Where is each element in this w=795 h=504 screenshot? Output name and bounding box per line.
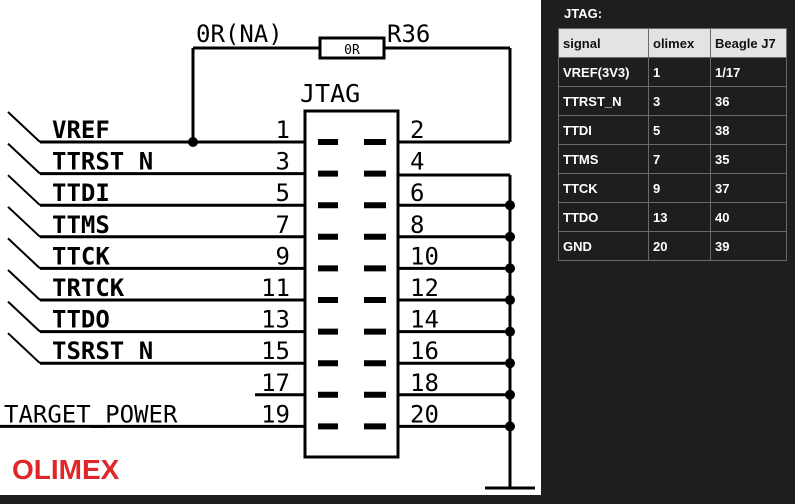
cell-signal: TTCK <box>558 173 649 203</box>
signal-label-trtck: TRTCK <box>52 274 125 302</box>
pin-number-5: 5 <box>276 179 290 207</box>
bus-entry-9 <box>7 237 41 270</box>
pin-number-7: 7 <box>276 211 290 239</box>
pin-number-20: 20 <box>410 400 439 428</box>
cell-olimex: 13 <box>648 202 711 232</box>
ground-junction-12 <box>505 295 515 305</box>
bus-entry-11 <box>7 269 41 301</box>
cell-olimex: 5 <box>648 115 711 145</box>
pin-number-9: 9 <box>276 242 290 270</box>
pin-number-4: 4 <box>410 148 424 176</box>
signal-label-ttrst_n: TTRST_N <box>52 148 153 176</box>
cell-olimex: 1 <box>648 57 711 87</box>
cell-beagle: 38 <box>710 115 787 145</box>
ground-junction-20 <box>505 421 515 432</box>
header-beagle: Beagle J7 <box>710 28 787 58</box>
ground-junction-10 <box>505 263 515 274</box>
signal-label-ttck: TTCK <box>52 242 110 270</box>
connector-name-label: JTAG <box>300 79 360 108</box>
pin-number-2: 2 <box>410 116 424 144</box>
cell-beagle: 39 <box>710 231 787 261</box>
cell-beagle: 35 <box>710 144 787 174</box>
resistor-body-text: 0R <box>344 43 360 58</box>
pin-number-8: 8 <box>410 211 424 239</box>
pin-number-18: 18 <box>410 369 439 397</box>
bus-entry-3 <box>7 142 41 175</box>
cell-signal: TTDI <box>558 115 649 145</box>
cell-olimex: 9 <box>648 173 711 203</box>
table-header-row: signal olimex Beagle J7 <box>558 28 787 58</box>
signal-label-vref: VREF <box>52 116 110 144</box>
signal-label-target-power: TARGET_POWER <box>4 400 178 428</box>
cell-olimex: 7 <box>648 144 711 174</box>
resistor-body <box>318 36 386 60</box>
cell-beagle: 1/17 <box>710 57 787 87</box>
resistor-value-label: 0R(NA) <box>196 20 283 48</box>
signal-label-ttms: TTMS <box>52 211 110 239</box>
ground-junction-8 <box>505 231 515 242</box>
header-olimex: olimex <box>648 28 711 58</box>
pin-number-13: 13 <box>261 306 290 334</box>
signal-label-ttdi: TTDI <box>52 179 110 207</box>
ground-junction-16 <box>505 358 515 369</box>
pin-number-10: 10 <box>410 242 439 270</box>
cell-signal: TTMS <box>558 144 649 174</box>
cell-beagle: 40 <box>710 202 787 232</box>
pin-number-1: 1 <box>276 116 290 144</box>
bus-entry-15 <box>7 332 41 364</box>
pin-number-17: 17 <box>261 369 290 397</box>
cell-signal: TTRST_N <box>558 86 649 116</box>
cell-olimex: 20 <box>648 231 711 261</box>
cell-signal: VREF(3V3) <box>558 57 649 87</box>
pin-number-19: 19 <box>261 400 290 428</box>
cell-beagle: 37 <box>710 173 787 203</box>
pin-mapping-panel: JTAG: signal olimex Beagle J7 VREF(3V3)1… <box>558 0 795 504</box>
ground-junction-6 <box>505 200 515 211</box>
signal-label-tsrst_n: TSRST_N <box>52 337 153 365</box>
pin-number-6: 6 <box>410 179 424 207</box>
pin-number-14: 14 <box>410 306 439 334</box>
ground-junction-14 <box>505 326 515 337</box>
resistor-ref-label: R36 <box>387 20 430 48</box>
bus-entry-13 <box>7 300 41 333</box>
bus-entry-7 <box>7 206 41 238</box>
pin-number-12: 12 <box>410 274 439 302</box>
olimex-logo: OLIMEX <box>12 454 120 485</box>
header-signal: signal <box>558 28 649 58</box>
bus-entry-1 <box>7 111 41 143</box>
cell-signal: TTDO <box>558 202 649 232</box>
cell-signal: GND <box>558 231 649 261</box>
cell-olimex: 3 <box>648 86 711 116</box>
bus-entry-5 <box>7 174 41 206</box>
pin-number-15: 15 <box>261 337 290 365</box>
signal-label-ttdo: TTDO <box>52 306 110 334</box>
jtag-connector-body <box>303 109 400 459</box>
pin-number-16: 16 <box>410 337 439 365</box>
ground-junction-18 <box>505 389 515 400</box>
pin-number-3: 3 <box>276 148 290 176</box>
cell-beagle: 36 <box>710 86 787 116</box>
pin-number-11: 11 <box>261 274 290 302</box>
table-title: JTAG: <box>564 6 603 21</box>
